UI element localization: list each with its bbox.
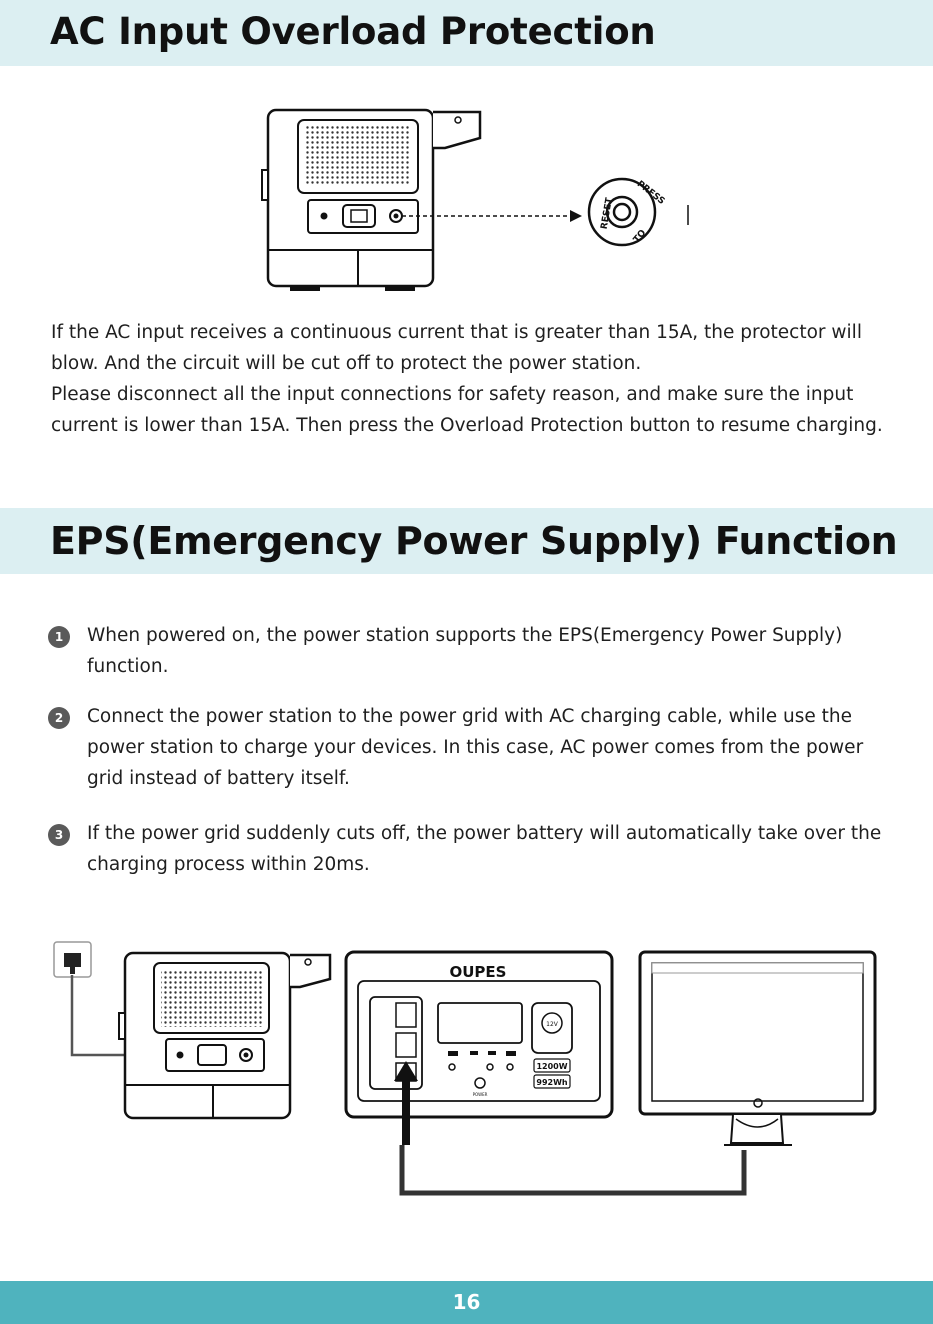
power-rating-text: 1200W: [536, 1062, 567, 1071]
section-title-eps: EPS(Emergency Power Supply) Function: [50, 519, 898, 563]
step-number-badge: 1: [48, 626, 70, 648]
eps-illustration: OUPES POWER 12V 1200W 992Wh: [53, 941, 877, 1196]
brand-logo: OUPES: [450, 963, 507, 981]
step-text: Connect the power station to the power g…: [87, 706, 864, 789]
power-station-rear-view: [118, 951, 332, 1120]
dc-port-label: 12V: [546, 1021, 559, 1028]
monitor-icon: [638, 950, 877, 1146]
overload-protection-illustration: PRESS RESET TO: [261, 108, 689, 291]
section-title-overload: AC Input Overload Protection: [50, 10, 656, 53]
overload-paragraph-1: If the AC input receives a continuous cu…: [51, 322, 862, 374]
overload-paragraph-2: Please disconnect all the input connecti…: [51, 384, 883, 436]
section-header-overload: AC Input Overload Protection: [0, 0, 933, 66]
wall-socket-icon: [53, 941, 92, 978]
power-station-front-view: OUPES POWER 12V 1200W 992Wh: [344, 950, 614, 1119]
step-text: If the power grid suddenly cuts off, the…: [87, 823, 882, 875]
power-button-label: POWER: [473, 1092, 488, 1097]
step-number-badge: 3: [48, 824, 70, 846]
page-number: 16: [452, 1290, 481, 1314]
step-number-badge: 2: [48, 707, 70, 729]
capacity-text: 992Wh: [536, 1078, 568, 1087]
footer-bar: 16: [0, 1281, 933, 1324]
step-text: When powered on, the power station suppo…: [87, 625, 843, 677]
section-header-eps: EPS(Emergency Power Supply) Function: [0, 508, 933, 574]
